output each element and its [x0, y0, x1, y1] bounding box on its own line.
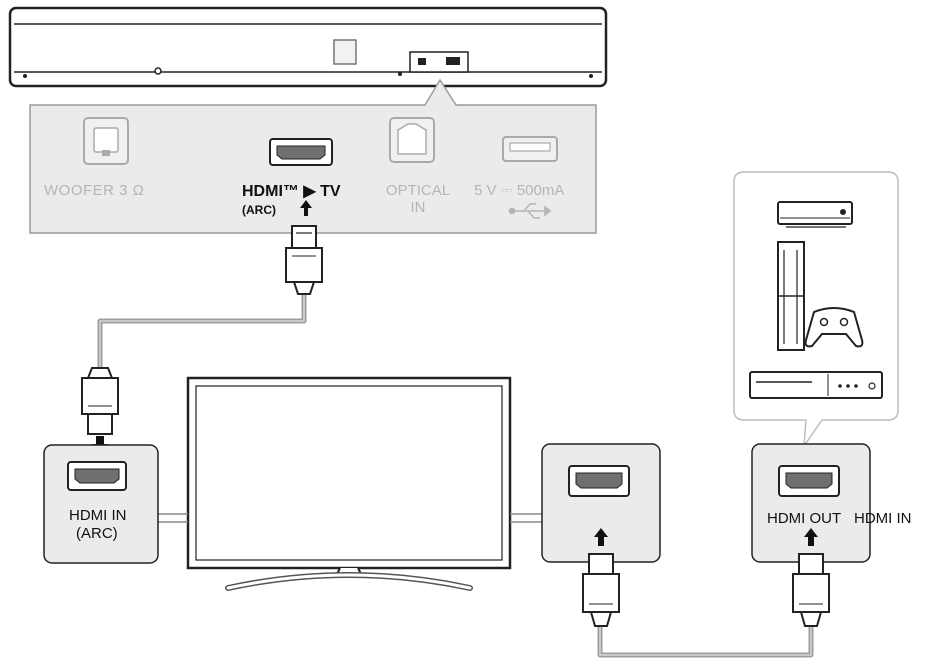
- hdmi-tv-label: HDMI™ ▶ TV: [242, 183, 341, 200]
- hdmi-out-label: HDMI OUT: [767, 510, 841, 527]
- hdmi-in-label: HDMI IN: [854, 510, 912, 527]
- blu-ray-player-icon: [749, 371, 883, 399]
- tv-hdmi-in-panel: [541, 443, 661, 563]
- woofer-port-icon: [83, 117, 129, 165]
- arrow-up-icon: [804, 528, 818, 546]
- woofer-label: WOOFER 3 Ω: [44, 182, 144, 199]
- hdmi-cable-tv-to-source: [597, 625, 814, 658]
- soundbar-connector-panel: WOOFER 3 Ω HDMI™ ▶ TV (ARC) OPTICAL IN 5…: [29, 78, 597, 234]
- tv-hdmi-arc-panel: HDMI IN (ARC): [43, 444, 159, 564]
- tv-arc-label: (ARC): [76, 525, 118, 542]
- hdmi-plug-source-output: [792, 553, 830, 627]
- tv-hdmi-in-label: HDMI IN: [69, 507, 127, 524]
- soundbar: [8, 6, 608, 88]
- set-top-box-icon: [777, 201, 853, 228]
- tv-hdmi-in-port-icon: [568, 465, 630, 497]
- tv: [158, 376, 542, 591]
- optical-label-line2: IN: [411, 199, 426, 216]
- tv-hdmi-arc-port-icon: [67, 461, 127, 491]
- hdmi-plug-soundbar: [285, 225, 323, 295]
- hdmi-plug-tv-arc: [81, 367, 119, 435]
- usb-label: 5 V ⎓ 500mA: [474, 182, 564, 199]
- arc-label: (ARC): [242, 203, 276, 217]
- usb-icon: [508, 203, 552, 219]
- soundbar-hdmi-port-icon: [269, 138, 333, 166]
- optical-port-icon: [389, 117, 435, 163]
- usb-port-icon: [502, 136, 558, 162]
- game-console-icon: [777, 241, 805, 351]
- gamepad-icon: [804, 307, 864, 348]
- source-hdmi-out-port-icon: [778, 465, 840, 497]
- optical-label-line1: OPTICAL: [386, 182, 450, 199]
- hdmi-plug-tv-input: [582, 553, 620, 627]
- source-hdmi-out-panel: [751, 443, 871, 563]
- source-devices-box: [733, 171, 899, 449]
- hdmi-cable-soundbar-to-tv: [97, 285, 307, 370]
- arrow-up-icon: [594, 528, 608, 546]
- arrow-up-icon: [300, 200, 312, 216]
